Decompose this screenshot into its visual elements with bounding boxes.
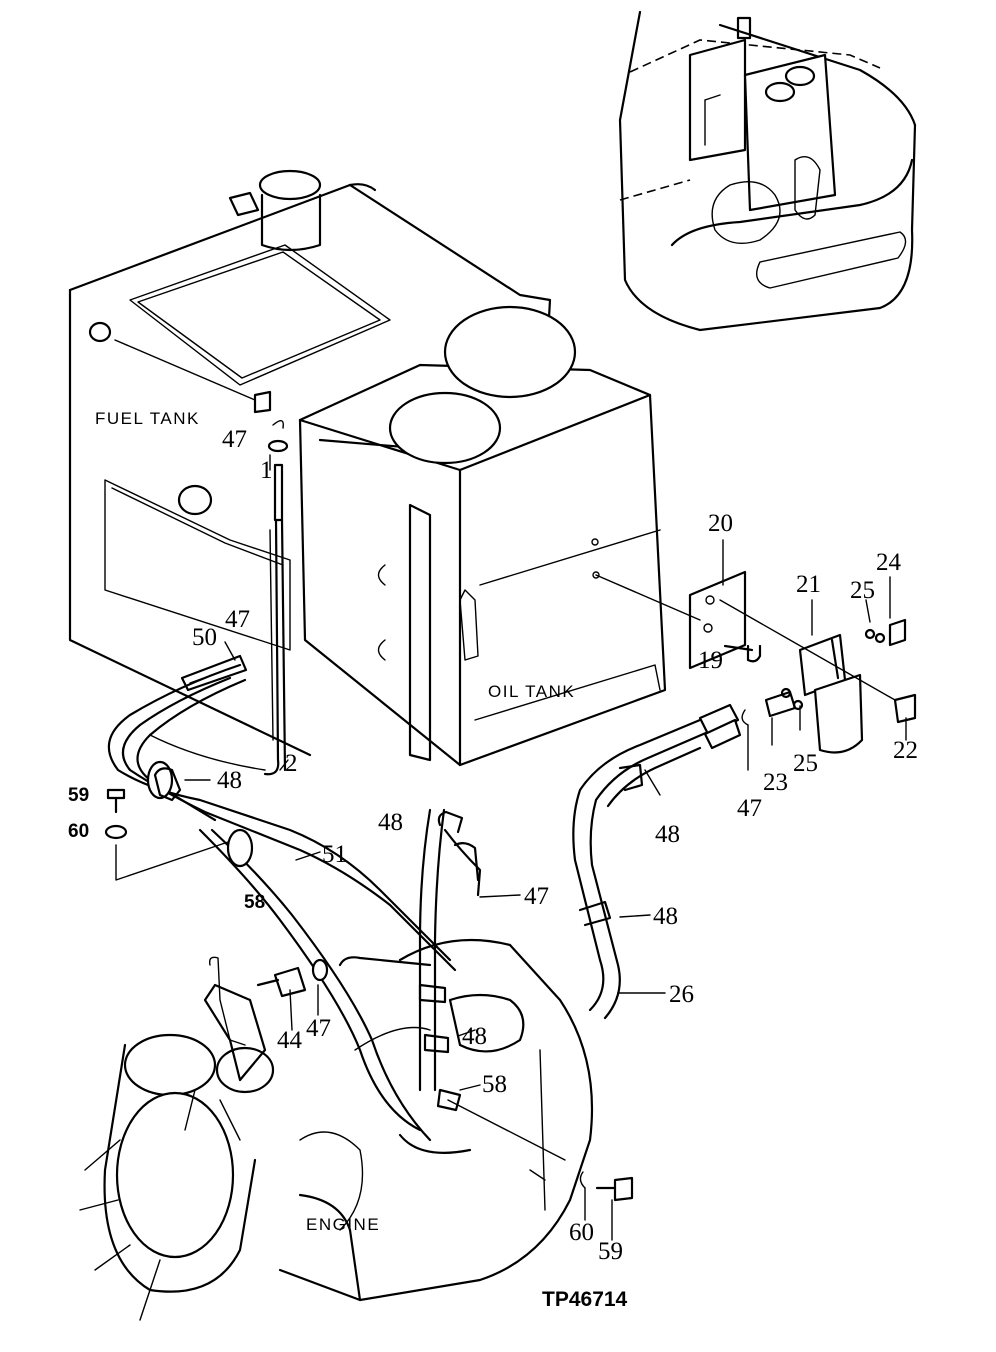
callout-2: 2 [285,750,298,777]
callout-44: 44 [277,1027,303,1054]
callout-48: 48 [217,767,242,794]
callout-47: 47 [524,883,549,910]
callout-51: 51 [322,841,347,868]
engine [79,938,594,1321]
callout-21: 21 [796,571,821,598]
oil-tank-label: OIL TANK [488,682,575,701]
figure-reference: TP46714 [542,1288,628,1311]
callout-20: 20 [708,510,733,537]
callout-24: 24 [876,549,902,576]
callout-47: 47 [225,606,250,633]
callout-47: 47 [222,426,247,453]
callout-numbers: 47 1 47 50 48 2 59 60 58 51 48 47 20 21 … [68,426,918,1265]
machine-inset-view [618,10,917,332]
callout-48: 48 [655,821,680,848]
callout-58: 58 [244,892,265,913]
callout-47: 47 [737,795,762,822]
callout-48: 48 [378,809,403,836]
fuel-tank [68,169,552,757]
leader-lines [184,454,907,1241]
callout-50: 50 [192,624,217,651]
callout-47: 47 [306,1015,331,1042]
callout-19: 19 [698,647,723,674]
callout-48: 48 [653,903,678,930]
callout-60: 60 [68,821,89,842]
callout-1: 1 [260,457,273,484]
fuel-line-tube [263,420,289,776]
engine-label: ENGINE [306,1215,380,1234]
callout-25: 25 [850,577,875,604]
callout-26: 26 [669,981,694,1008]
callout-59: 59 [68,785,89,806]
oil-tank [298,305,667,767]
fitting-44 [208,956,432,1046]
callout-48: 48 [462,1023,487,1050]
callout-22: 22 [893,737,918,764]
callout-23: 23 [763,769,788,796]
return-hose [572,703,742,1020]
clamps-and-bolts [104,767,634,1202]
text-labels: FUEL TANK OIL TANK ENGINE TP46714 [95,409,628,1311]
fuel-tank-label: FUEL TANK [95,409,200,428]
fuel-filter-assembly [595,570,917,754]
callout-58: 58 [482,1071,507,1098]
callout-59: 59 [598,1238,623,1265]
callout-25: 25 [793,750,818,777]
callout-60: 60 [569,1219,594,1246]
hose-assembly [107,654,482,1142]
